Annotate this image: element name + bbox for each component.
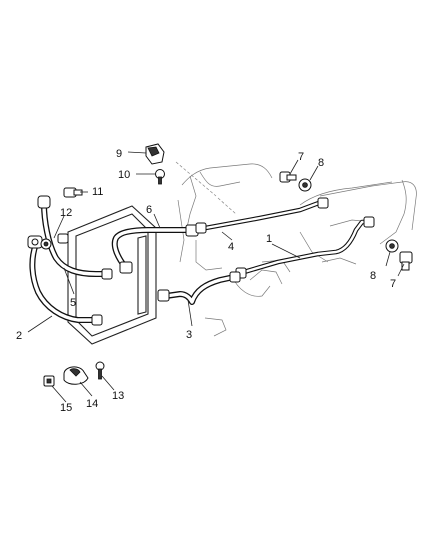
nut-part-15 — [43, 375, 55, 387]
fitting-5-lower — [101, 268, 113, 280]
callout-7-upper: 7 — [298, 151, 304, 163]
callout-5: 5 — [70, 297, 76, 309]
clip-part-9 — [145, 143, 165, 165]
callout-8-lower: 8 — [370, 270, 376, 282]
fitting-6-left — [119, 261, 133, 274]
callout-9: 9 — [116, 148, 122, 160]
callout-1: 1 — [266, 233, 272, 245]
clamp-part-14 — [63, 366, 89, 385]
callout-7-lower: 7 — [390, 278, 396, 290]
tube-part-4 — [195, 197, 329, 234]
callout-15: 15 — [60, 402, 72, 414]
fitting-3-left — [157, 289, 170, 302]
callout-3: 3 — [186, 329, 192, 341]
fitting-3-right — [229, 271, 241, 283]
fitting-1-right — [363, 216, 375, 228]
tube-part-1 — [235, 216, 375, 279]
callout-8-upper: 8 — [318, 157, 324, 169]
hose-part-2 — [27, 235, 103, 326]
callout-2: 2 — [16, 330, 22, 342]
bolt-part-11 — [63, 187, 83, 198]
bolt-part-7-upper — [279, 171, 297, 183]
washer-part-12 — [40, 233, 69, 250]
leader-lines — [27, 151, 405, 403]
callout-4: 4 — [228, 241, 234, 253]
bolt-part-13 — [95, 361, 105, 380]
callout-13: 13 — [112, 390, 124, 402]
callout-6: 6 — [146, 204, 152, 216]
callout-14: 14 — [86, 398, 98, 410]
hose-part-3 — [157, 271, 241, 305]
callout-11: 11 — [92, 186, 103, 198]
fitting-2-lower — [91, 314, 103, 326]
callout-10: 10 — [118, 169, 130, 181]
fitting-4-right — [317, 197, 329, 209]
washer-part-8-lower — [385, 239, 399, 253]
hose-part-5 — [37, 195, 113, 280]
bolt-part-7-lower — [399, 251, 413, 271]
fitting-5-upper — [37, 195, 51, 209]
engine-transmission-outline — [175, 161, 417, 337]
washer-part-8-upper — [298, 178, 312, 192]
callout-12: 12 — [60, 207, 72, 219]
bolt-part-10 — [155, 169, 165, 185]
callout-labels: 1 2 3 4 5 6 7 8 8 7 9 10 11 12 13 14 15 — [16, 148, 396, 414]
fitting-4-left — [195, 222, 207, 234]
